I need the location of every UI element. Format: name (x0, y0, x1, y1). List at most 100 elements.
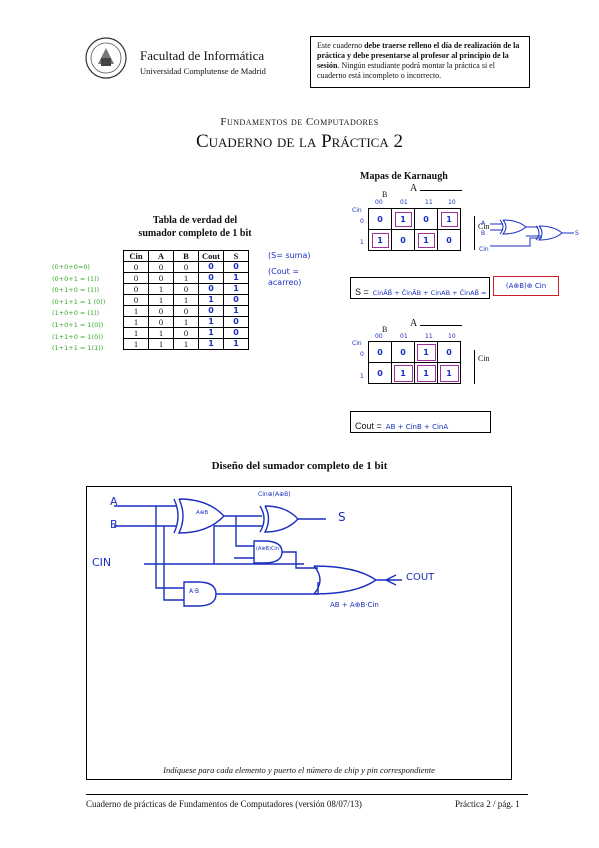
cell: 1 (148, 327, 174, 339)
kmap-cout-cin-side (474, 350, 475, 384)
kmap-cell: 0 (368, 208, 392, 230)
cell: 0 (123, 261, 149, 273)
kmap-cout-col-code: 11 (425, 333, 433, 340)
design-footnote: Indíquese para cada elemento y puerto el… (163, 765, 435, 775)
kmap-cell: 1 (391, 208, 415, 230)
kmap-s-a-line (420, 190, 462, 191)
kmap-cell: 0 (437, 229, 461, 251)
cell: 1 (198, 327, 224, 339)
input-a-label: A (110, 495, 118, 508)
kmap-row: 0 0 1 0 (368, 341, 461, 363)
cell: 0 (223, 327, 249, 339)
and2-label: (A⊕B)Cin (256, 546, 279, 552)
kmap-cell: 1 (437, 208, 461, 230)
kmap-cell: 1 (368, 229, 392, 251)
cell: 1 (148, 338, 174, 350)
cell: 1 (173, 272, 199, 284)
kmap-cout-col-code: 10 (448, 333, 456, 340)
cell: 1 (148, 294, 174, 306)
cell: 1 (223, 283, 249, 295)
kmap-s: 0 1 0 1 1 0 1 0 (368, 208, 461, 251)
col-cin: Cin (123, 250, 149, 262)
kmap-cout-cin-side-label: Cin (478, 354, 490, 363)
kmap-row: 0 1 1 1 (368, 362, 461, 384)
cell: 0 (148, 272, 174, 284)
adder-circuit (114, 498, 402, 607)
cell: 1 (173, 294, 199, 306)
footer-right: Práctica 2 / pág. 1 (455, 799, 520, 809)
design-box (86, 486, 512, 780)
cell: 0 (223, 294, 249, 306)
cell: 1 (173, 338, 199, 350)
cout-label: Cout = (355, 421, 382, 431)
input-cin-label: CIN (92, 556, 112, 569)
annotation-cout: (Cout = acarreo) (268, 267, 302, 287)
kmap-s-cin-side-label: Cin (478, 222, 490, 231)
cell: 0 (123, 294, 149, 306)
cout-expression-box: Cout = AB + CinB + CinA (350, 411, 491, 433)
xor1-label: A⊕B (196, 510, 209, 516)
kmap-cout-var-a: A (410, 318, 418, 329)
cell: 0 (198, 305, 224, 317)
xor-gate-sketch (490, 219, 574, 247)
cell: 1 (198, 316, 224, 328)
cell: 0 (223, 261, 249, 273)
kmap-s-var-a: A (410, 183, 418, 194)
cell: 1 (123, 327, 149, 339)
kmap-s-col-code: 00 (375, 199, 383, 206)
kmap-cell: 0 (368, 362, 392, 384)
kmap-s-row-code: 0 (360, 218, 364, 225)
kmap-cell: 0 (368, 341, 392, 363)
kmap-s-col-code: 11 (425, 199, 433, 206)
university-seal (84, 36, 128, 80)
kmap-cell: 0 (391, 341, 415, 363)
s-expression: CinĀB̄ + C̄inĀB + CinAB + C̄inAB̄ = (372, 289, 487, 297)
or-expression-label: AB + A⊕B·Cin (330, 601, 379, 609)
kmap-cout-row-code: 0 (360, 351, 364, 358)
truth-table-heading-2: sumador completo de 1 bit (138, 228, 252, 239)
cell: 1 (123, 338, 149, 350)
kmap-cell: 1 (437, 362, 461, 384)
kmap-cout-a-line (420, 325, 462, 326)
xor-label: B (481, 230, 486, 237)
kmap-cout-row-code: 1 (360, 373, 364, 380)
s-label: S = (355, 287, 369, 297)
col-s: S (223, 250, 249, 262)
notice-text-post: . Ningún estudiante podrá montar la prác… (317, 61, 495, 80)
cell: 1 (173, 316, 199, 328)
kmap-cout-col-code: 01 (400, 333, 408, 340)
cell: 0 (173, 327, 199, 339)
kmap-cell: 0 (391, 229, 415, 251)
cell: 1 (148, 283, 174, 295)
kmap-row: 0 1 0 1 (368, 208, 461, 230)
footer-rule (86, 794, 528, 795)
kmap-cout-col-code: 00 (375, 333, 383, 340)
s-result: (A⊕B)⊕ Cin (493, 276, 559, 296)
cell: 1 (198, 338, 224, 350)
cout-expression: AB + CinB + CinA (385, 423, 449, 431)
output-s-label: S (338, 510, 346, 524)
note: (1+1+0 = 1(0)) (52, 332, 104, 341)
cell: 0 (123, 283, 149, 295)
kmap-cell: 0 (414, 208, 438, 230)
cell: 0 (173, 261, 199, 273)
note: (1+0+0 = (1)) (52, 309, 100, 318)
notice-text-pre: Este cuaderno (317, 41, 365, 50)
col-a: A (148, 250, 174, 262)
cell: 0 (148, 305, 174, 317)
xor-output-label: S (575, 230, 579, 237)
notice-box: Este cuaderno debe traerse relleno el dí… (310, 36, 530, 88)
university-name: Universidad Complutense de Madrid (140, 66, 266, 76)
cell: 0 (148, 261, 174, 273)
cell: 1 (223, 272, 249, 284)
note: (0+0+0=0) (52, 263, 90, 271)
cell: 0 (198, 283, 224, 295)
